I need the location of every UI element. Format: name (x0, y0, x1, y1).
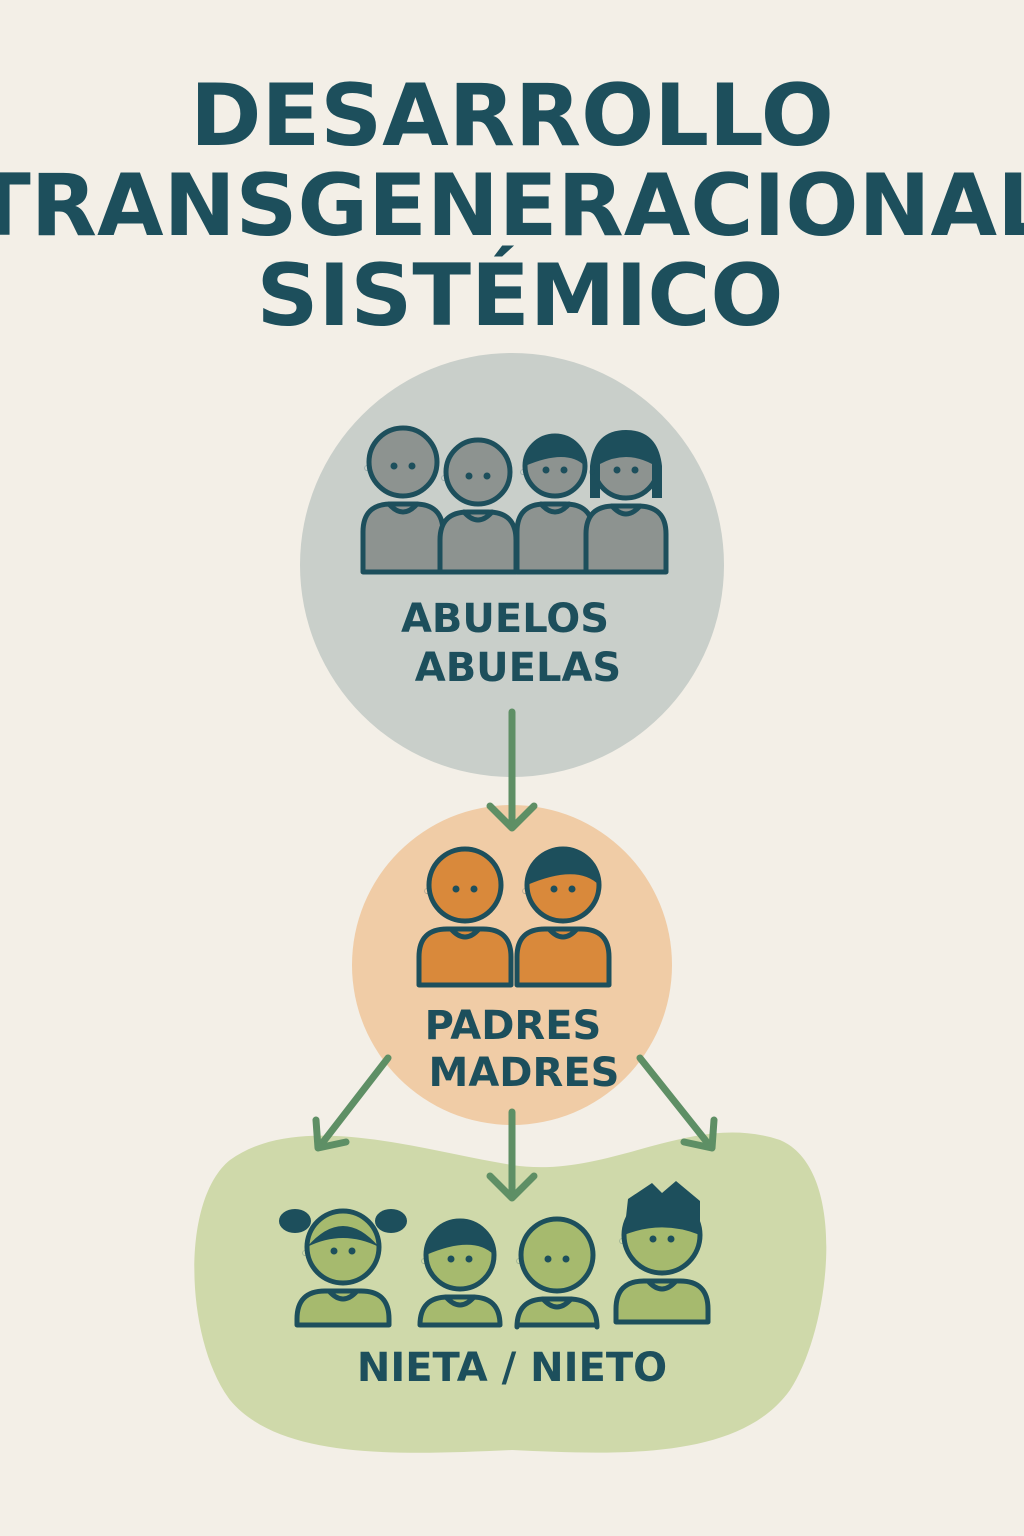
grandmother-2-icon (583, 430, 669, 575)
grandfather-2-icon (437, 437, 519, 575)
mother-icon (514, 846, 612, 988)
granddaughter-icon (279, 1208, 407, 1328)
grandparents-label-1: ABUELOS (401, 596, 609, 642)
arrow-parents-to-center-child (486, 1108, 538, 1202)
grandfather-1-icon (360, 425, 446, 575)
arrow-parents-to-left-child (312, 1054, 392, 1152)
grandchildren-label: NIETA / NIETO (357, 1345, 667, 1391)
title-line-2: TRANSGENERACIONAL (0, 156, 1024, 256)
parents-label-1: PADRES (425, 1003, 602, 1049)
grandson-icon (613, 1181, 711, 1325)
title-line-3: SISTÉMICO (256, 245, 783, 346)
grandchild-2-icon (417, 1218, 503, 1328)
grandchild-3-icon (514, 1216, 600, 1330)
arrow-parents-to-right-child (636, 1054, 718, 1152)
father-icon (416, 846, 514, 988)
grandparents-label-2: ABUELAS (415, 645, 622, 691)
parents-label-2: MADRES (429, 1050, 620, 1096)
arrow-grandparents-to-parents (486, 708, 538, 832)
title-line-1: DESARROLLO (190, 66, 834, 166)
